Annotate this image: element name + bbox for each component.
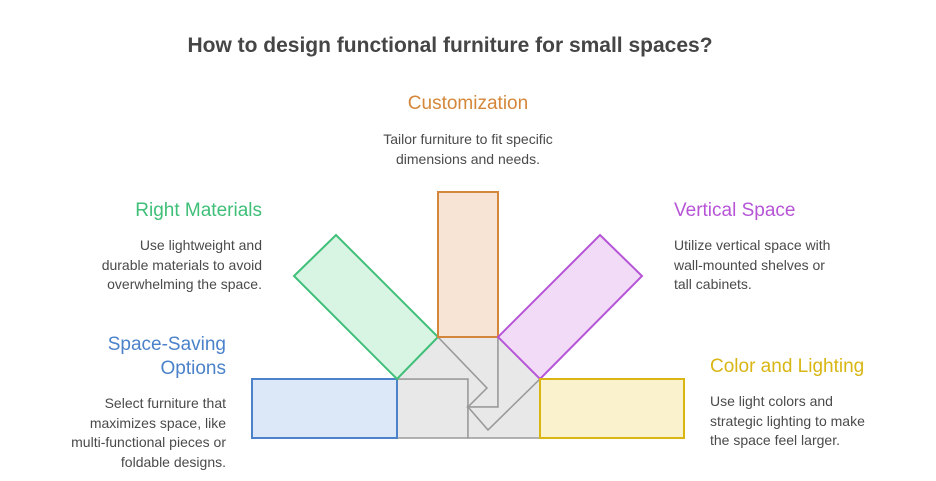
space-saving-description-line: maximizes space, like [89,414,226,431]
color-lighting-heading: Color and Lighting [710,356,865,377]
space-saving-description: Select furniture that maximizes space, l… [20,394,226,472]
right-materials-description-line: durable materials to avoid [101,256,262,273]
right-materials-description: Use lightweight and durable materials to… [20,236,262,295]
blade-space-saving [251,378,398,439]
right-materials-description-line: overwhelming the space. [107,276,262,292]
color-lighting-description-line: Use light colors and [710,393,833,409]
customization-heading: Customization [407,93,529,114]
right-materials-heading: Right Materials [135,200,262,221]
space-saving-description-line: Select furniture that [104,395,226,411]
page-title: How to design functional furniture for s… [187,34,713,57]
vertical-space-description-line: tall cabinets. [674,276,752,292]
color-lighting-description-line: the space feel larger. [710,432,840,448]
space-saving-description-line: foldable designs. [120,453,226,470]
color-lighting-description-line: strategic lighting to make [710,412,865,429]
space-saving-heading-line: Options [160,358,226,379]
right-materials-description-line: Use lightweight and [139,237,262,253]
customization-description: Tailor furniture to fit specific dimensi… [318,130,618,169]
vertical-space-description: Utilize vertical space with wall-mounted… [674,236,914,295]
vertical-space-heading: Vertical Space [674,200,796,221]
customization-description-line: Tailor furniture to fit specific [383,131,553,147]
space-saving-heading-line: Space-Saving [107,334,226,355]
vertical-space-description-line: wall-mounted shelves or [674,256,825,273]
space-saving-description-line: multi-functional pieces or [71,434,226,450]
blade-customization [437,191,499,338]
blade-right-materials [292,233,440,381]
blade-vertical-space [496,233,644,381]
customization-description-line: dimensions and needs. [396,150,540,167]
blade-color-lighting [539,378,685,439]
hub-segment-left [396,378,469,439]
vertical-space-description-line: Utilize vertical space with [674,237,831,253]
color-lighting-description: Use light colors and strategic lighting … [710,392,924,451]
space-saving-heading: Space-Saving Options [20,333,226,381]
